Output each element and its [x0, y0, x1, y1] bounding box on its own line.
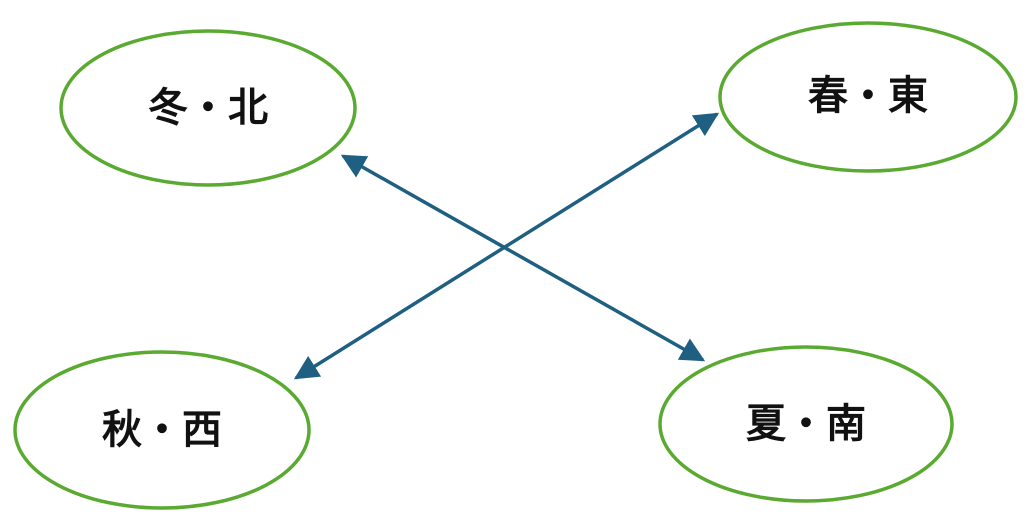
node-summer-south-label: 夏・南 [746, 401, 866, 447]
node-summer-south-ellipse [658, 345, 954, 503]
arrow-winter-north-to-summer-south [340, 154, 706, 362]
node-spring-east: 春・東 [718, 21, 1018, 173]
node-winter-north-ellipse [59, 29, 357, 187]
arrow-autumn-west-to-spring-east [293, 112, 720, 380]
node-spring-east-ellipse [718, 21, 1018, 173]
node-autumn-west: 秋・西 [13, 350, 311, 510]
node-spring-east-label: 春・東 [808, 73, 928, 119]
node-winter-north: 冬・北 [59, 29, 357, 187]
node-summer-south: 夏・南 [658, 345, 954, 503]
node-winter-north-label: 冬・北 [148, 85, 268, 131]
node-autumn-west-label: 秋・西 [102, 407, 222, 453]
node-autumn-west-ellipse [13, 350, 311, 510]
